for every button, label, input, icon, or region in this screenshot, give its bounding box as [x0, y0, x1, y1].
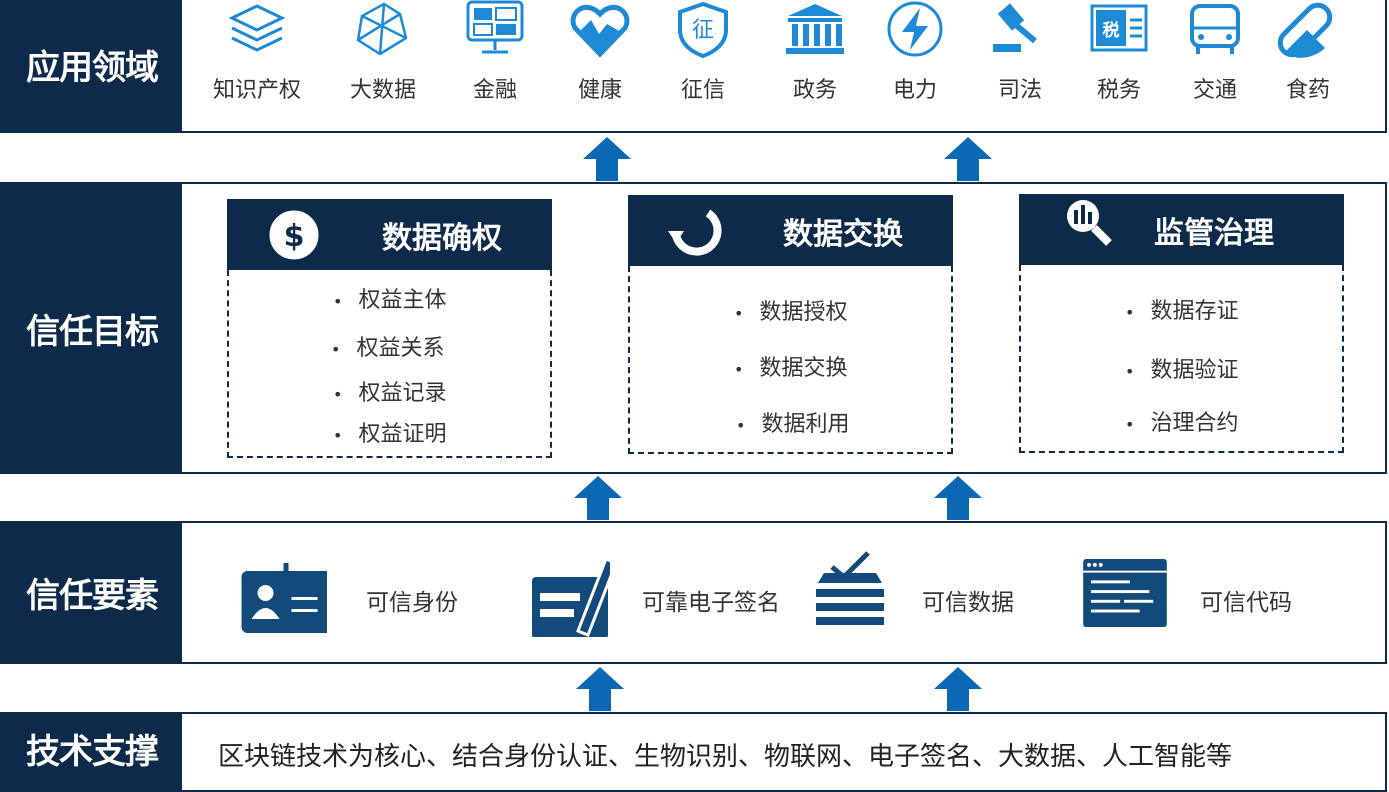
domain-item: 金融 — [450, 0, 540, 104]
domain-label: 金融 — [472, 78, 517, 103]
card-item: 治理合约 — [1125, 405, 1238, 437]
data-stack-check-icon — [816, 551, 884, 625]
up-arrow-icon — [934, 667, 982, 711]
element-label: 可信身份 — [366, 590, 458, 616]
domain-label: 司法 — [997, 78, 1042, 103]
card-item: 数据验证 — [1125, 352, 1238, 384]
domain-item: 电力 — [870, 0, 960, 104]
domain-item: 大数据 — [338, 0, 428, 104]
heart-icon — [570, 4, 630, 58]
element-label: 可信代码 — [1200, 590, 1292, 616]
row-label: 技术支撑 — [2, 712, 182, 792]
id-card-icon — [241, 563, 327, 633]
up-arrow-icon — [576, 667, 624, 711]
domain-label: 健康 — [577, 78, 622, 103]
tech-description: 区块链技术为核心、结合身份认证、生物识别、物联网、电子签名、大数据、人工智能等 — [218, 742, 1233, 772]
domain-item: 食药 — [1263, 0, 1353, 104]
card-item: 数据交换 — [734, 350, 847, 382]
element-label: 可靠电子签名 — [642, 590, 780, 616]
card-item: 数据授权 — [734, 294, 847, 326]
element-label: 可信数据 — [922, 590, 1014, 616]
up-arrow-icon — [574, 476, 622, 520]
magnifier-chart-icon — [1067, 200, 1112, 246]
code-window-icon — [1083, 559, 1167, 628]
solar-panel-icon — [466, 0, 524, 54]
row-label: 信任目标 — [2, 182, 182, 474]
domain-item: 司法 — [975, 0, 1065, 104]
card-item: 权益关系 — [331, 330, 444, 362]
dollar-icon: $ — [266, 207, 322, 263]
network-icon — [356, 2, 408, 56]
card-title: 监管治理 — [1154, 215, 1274, 251]
up-arrow-icon — [583, 137, 631, 181]
domain-item: 征征信 — [658, 0, 748, 104]
svg-text:税: 税 — [1103, 20, 1120, 41]
card-supervision: 监管治理 数据存证 数据验证 治理合约 — [1019, 194, 1344, 453]
domain-label: 大数据 — [349, 78, 416, 103]
layers-icon — [228, 4, 286, 52]
gavel-icon — [993, 3, 1037, 52]
up-arrow-icon — [944, 137, 992, 181]
refresh-icon — [668, 209, 722, 256]
bus-icon — [1190, 4, 1240, 54]
government-building-icon — [786, 4, 844, 54]
domain-label: 知识产权 — [212, 78, 301, 103]
row-label: 信任要素 — [2, 521, 182, 664]
card-item: 权益记录 — [333, 375, 446, 407]
card-data-rights: $ 数据确权 权益主体 权益关系 权益记录 权益证明 — [227, 199, 552, 458]
domain-label: 食药 — [1285, 78, 1330, 103]
trust-elements-row: 信任要素 可信身份 可靠电子签名 可信数据 可信代码 — [0, 521, 1387, 664]
domain-label: 政务 — [792, 78, 837, 103]
domain-item: 健康 — [555, 0, 645, 104]
tech-support-row: 技术支撑 区块链技术为核心、结合身份认证、生物识别、物联网、电子签名、大数据、人… — [0, 712, 1387, 792]
card-item: 数据存证 — [1125, 293, 1238, 325]
domain-label: 征信 — [680, 78, 725, 103]
card-item: 数据利用 — [736, 406, 849, 438]
up-arrow-icon — [934, 476, 982, 520]
trust-goal-row: 信任目标 $ 数据确权 权益主体 权益关系 权益记录 权益证明 数据交换 数据授权… — [0, 182, 1387, 474]
card-data-exchange: 数据交换 数据授权 数据交换 数据利用 — [628, 195, 953, 454]
domain-label: 税务 — [1096, 78, 1141, 103]
domain-item: 政务 — [770, 0, 860, 104]
row-label: 应用领域 — [2, 0, 182, 133]
domain-label: 电力 — [892, 78, 937, 103]
lightning-icon — [887, 1, 943, 57]
card-title: 数据交换 — [783, 216, 903, 252]
pill-icon — [1277, 2, 1333, 58]
shield-icon: 征 — [678, 1, 728, 58]
domain-item: 知识产权 — [212, 0, 302, 104]
svg-text:$: $ — [284, 219, 305, 254]
application-domain-row: 应用领域 知识产权大数据金融健康征征信政务电力司法税税务交通食药 — [0, 0, 1387, 133]
domain-item: 交通 — [1170, 0, 1260, 104]
card-title: 数据确权 — [382, 220, 502, 256]
card-item: 权益主体 — [333, 282, 446, 314]
domain-item: 税税务 — [1074, 0, 1164, 104]
tax-icon: 税 — [1090, 4, 1148, 52]
card-item: 权益证明 — [333, 416, 446, 448]
domain-label: 交通 — [1192, 78, 1237, 103]
svg-text:征: 征 — [692, 18, 714, 43]
signature-pen-icon — [532, 557, 610, 637]
